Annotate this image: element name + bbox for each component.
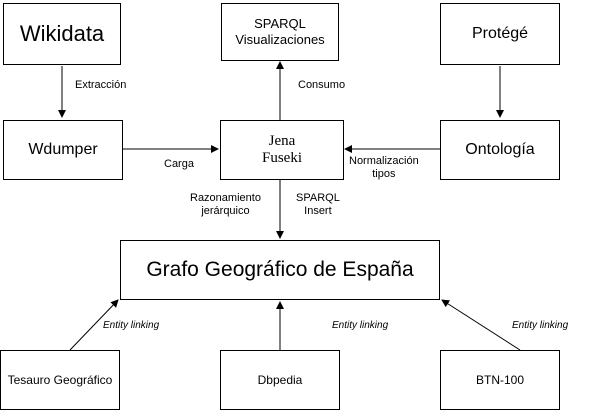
node-ontologia-label: Ontología: [465, 141, 535, 158]
edge-label-normalizacion: Normalización tipos: [349, 155, 419, 181]
node-jena-fuseki: Jena Fuseki: [220, 120, 344, 180]
edge-label-carga: Carga: [164, 158, 194, 170]
edge-label-sparql-insert-line2: Insert: [304, 205, 332, 217]
node-wikidata-label: Wikidata: [19, 21, 105, 46]
edge-label-consumo: Consumo: [298, 79, 346, 91]
node-dbpedia-label: Dbpedia: [257, 373, 303, 387]
node-protege-label: Protégé: [471, 25, 529, 42]
node-jena-line1: Jena: [268, 133, 296, 149]
edge-label-razonamiento: Razonamiento jerárquico: [190, 192, 261, 218]
node-sparql-visualizaciones: SPARQL Visualizaciones: [221, 3, 339, 61]
node-btn100-label: BTN-100: [475, 373, 525, 387]
node-jena-line2: Fuseki: [261, 150, 302, 166]
node-ontologia: Ontología: [440, 120, 560, 180]
node-grafo-label: Grafo Geográfico de España: [146, 258, 414, 281]
edge-label-entity-linking-right: Entity linking: [512, 320, 569, 331]
edge-label-sparql-insert: SPARQL Insert: [296, 192, 340, 218]
edge-label-entity-linking-left: Entity linking: [103, 320, 160, 331]
edge-label-razonamiento-line1: Razonamiento: [190, 192, 261, 204]
node-protege: Protégé: [440, 3, 560, 65]
edge-label-normalizacion-line2: tipos: [372, 168, 396, 180]
node-wdumper-label: Wdumper: [28, 141, 98, 158]
node-btn100: BTN-100: [440, 350, 560, 410]
edge-label-entity-linking-center: Entity linking: [332, 320, 389, 331]
node-sparql-vis-line1: SPARQL: [254, 16, 306, 31]
edge-btn100-grafo: [441, 299, 521, 351]
edge-label-extraccion: Extracción: [75, 79, 127, 91]
edge-label-normalizacion-line1: Normalización: [349, 155, 419, 167]
edge-label-sparql-insert-line1: SPARQL: [296, 192, 340, 204]
edge-tesauro-grafo: [69, 299, 119, 351]
node-wdumper: Wdumper: [3, 120, 123, 180]
node-tesauro-label: Tesauro Geográfico: [7, 373, 113, 387]
node-grafo-geografico: Grafo Geográfico de España: [120, 240, 440, 300]
node-dbpedia: Dbpedia: [220, 350, 340, 410]
edge-label-razonamiento-line2: jerárquico: [201, 205, 250, 217]
node-tesauro: Tesauro Geográfico: [0, 350, 120, 410]
node-wikidata: Wikidata: [3, 3, 121, 65]
node-sparql-vis-line2: Visualizaciones: [235, 32, 325, 47]
